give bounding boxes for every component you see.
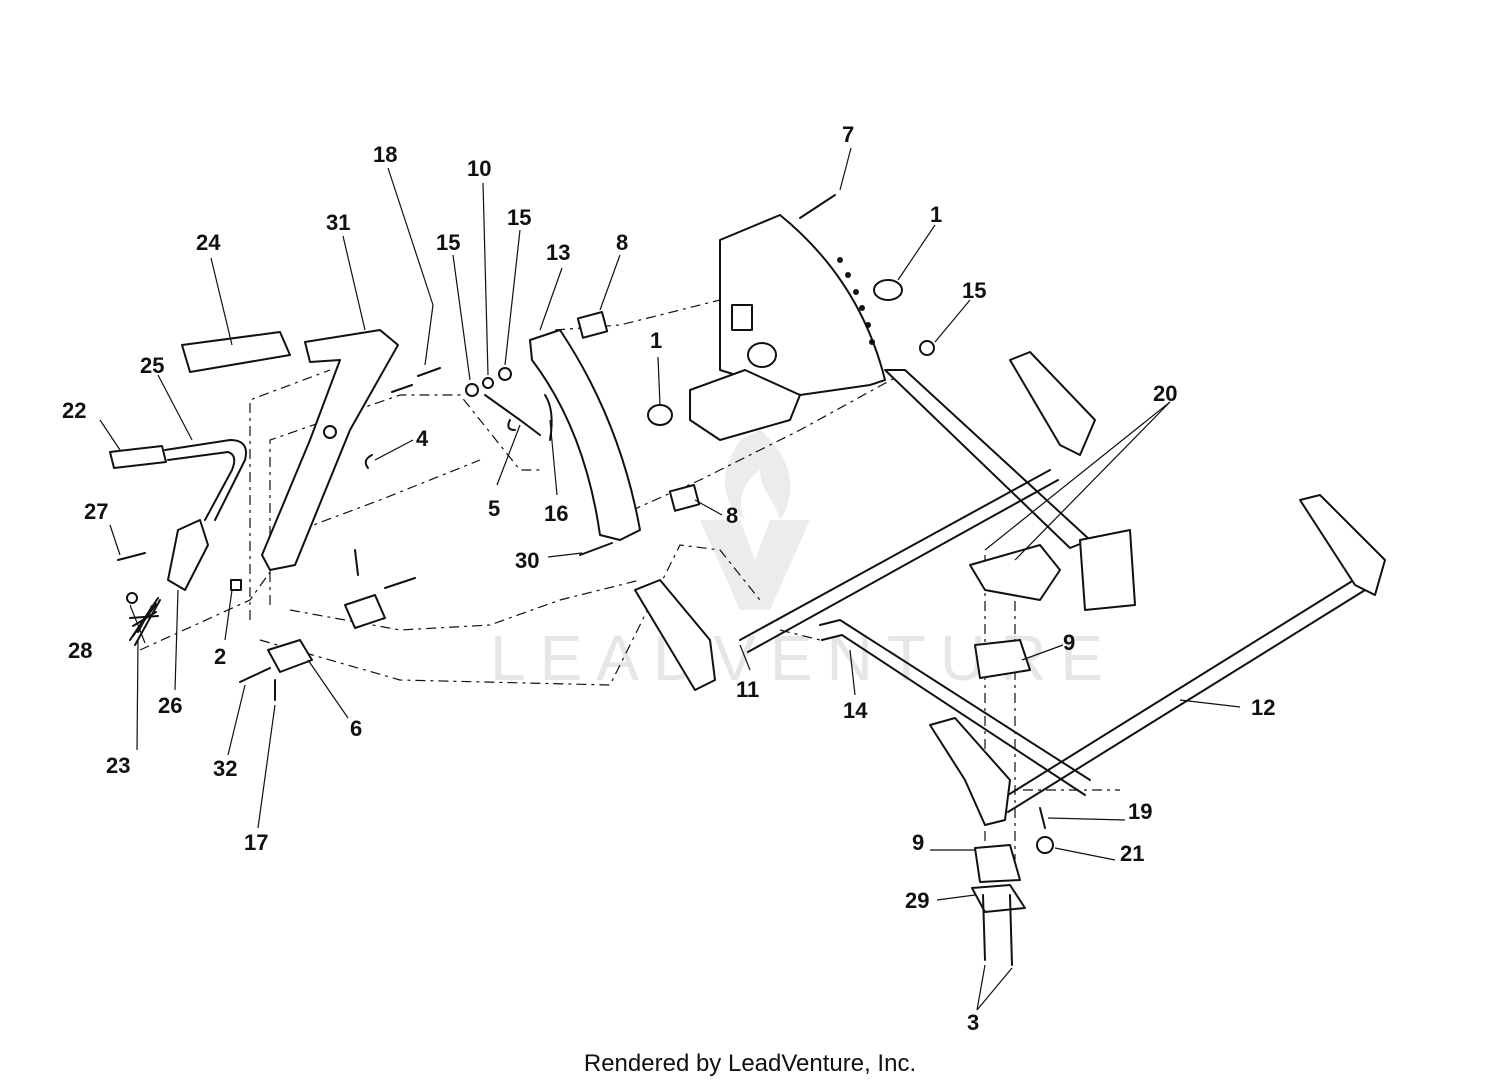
callout-11: 11 — [736, 677, 759, 702]
bracket-20 — [969, 544, 1061, 601]
callout-31: 31 — [326, 210, 350, 235]
bolt-18 — [391, 367, 441, 393]
axle-12-arm-right — [1299, 494, 1386, 596]
nut-15-right — [919, 340, 935, 356]
nut-15-left — [465, 383, 479, 397]
pin-32 — [239, 667, 271, 683]
callout-14: 14 — [843, 698, 868, 723]
washer-10 — [482, 377, 494, 389]
nut-28 — [126, 592, 138, 604]
bolt-30 — [579, 542, 613, 556]
plate-29 — [971, 884, 1026, 913]
axle-11 — [739, 469, 1059, 653]
callout-8-upper: 8 — [616, 230, 628, 255]
bushing-1-right — [873, 279, 903, 301]
callout-24: 24 — [196, 230, 221, 255]
callout-9-upper: 9 — [1063, 630, 1075, 655]
callout-18: 18 — [373, 142, 397, 167]
curved-plate — [529, 329, 641, 541]
spring — [129, 597, 161, 646]
callout-28: 28 — [68, 638, 92, 663]
callout-10: 10 — [467, 156, 491, 181]
callout-23: 23 — [106, 753, 130, 778]
callout-7: 7 — [842, 122, 854, 147]
pedal-arm-hole — [323, 425, 337, 439]
pin-5 — [484, 394, 541, 436]
callout-30: 30 — [515, 548, 539, 573]
callout-26: 26 — [158, 693, 182, 718]
callout-5: 5 — [488, 496, 500, 521]
hand-grip — [109, 445, 167, 469]
bushing-1-center — [647, 404, 673, 426]
frame-slot — [731, 304, 753, 331]
callout-22: 22 — [62, 398, 86, 423]
parts — [109, 194, 1386, 966]
bolt-3-left — [982, 894, 986, 961]
lever-bracket — [167, 519, 209, 591]
axle-11-arm-right — [1009, 351, 1096, 456]
callout-4: 4 — [416, 426, 429, 451]
frame-box — [689, 369, 801, 441]
link-rod-14 — [819, 619, 1091, 796]
callout-1-right: 1 — [930, 202, 942, 227]
footer-credit: Rendered by LeadVenture, Inc. — [583, 1050, 917, 1077]
callout-12: 12 — [1251, 695, 1275, 720]
callout-3: 3 — [967, 1010, 979, 1035]
cotter-upper — [354, 549, 359, 576]
callout-20: 20 — [1153, 381, 1177, 406]
callout-15-left: 15 — [436, 230, 460, 255]
link-block-upper — [344, 594, 386, 629]
watermark-v-logo — [700, 520, 810, 610]
callout-13: 13 — [546, 240, 570, 265]
watermark-flame-logo — [724, 430, 791, 520]
callout-27: 27 — [84, 499, 108, 524]
callout-19: 19 — [1128, 799, 1152, 824]
pedal-pad — [181, 331, 291, 373]
callout-25: 25 — [140, 353, 164, 378]
callout-29: 29 — [905, 888, 929, 913]
mount-plate — [1079, 529, 1136, 611]
block-9-lower — [974, 844, 1021, 883]
spacer-8-lower — [668, 483, 701, 512]
nut-15-center — [498, 367, 512, 381]
cotter-19 — [1039, 807, 1046, 829]
callout-15-right: 15 — [962, 278, 986, 303]
spacer-8-upper — [576, 310, 609, 339]
link-block — [267, 639, 313, 673]
callout-6: 6 — [350, 716, 362, 741]
block-9-upper — [974, 639, 1031, 679]
callout-9-lower: 9 — [912, 830, 924, 855]
pin-upper — [384, 577, 416, 589]
washer-21 — [1036, 836, 1054, 854]
callout-2: 2 — [214, 644, 226, 669]
callout-21: 21 — [1120, 841, 1144, 866]
bolt-7 — [799, 194, 836, 219]
callout-32: 32 — [213, 756, 237, 781]
frame-hole — [747, 342, 777, 368]
callout-8-lower: 8 — [726, 503, 738, 528]
callouts: 7 1 15 8 13 15 15 10 18 31 24 25 22 27 2… — [62, 122, 1275, 1035]
clip-4 — [364, 454, 373, 469]
bushing-2 — [230, 579, 242, 591]
pin-27 — [117, 552, 146, 561]
axle-11-arm-left — [634, 579, 716, 691]
clip-16 — [544, 394, 553, 441]
bolt-3-right — [1009, 894, 1013, 966]
callout-1-center: 1 — [650, 328, 662, 353]
callout-17: 17 — [244, 830, 268, 855]
pedal-arm — [261, 329, 399, 571]
axle-12-arm-left — [929, 717, 1011, 826]
callout-15-center: 15 — [507, 205, 531, 230]
leader-lines — [99, 147, 1241, 1011]
hand-lever — [164, 439, 247, 521]
callout-16: 16 — [544, 501, 568, 526]
